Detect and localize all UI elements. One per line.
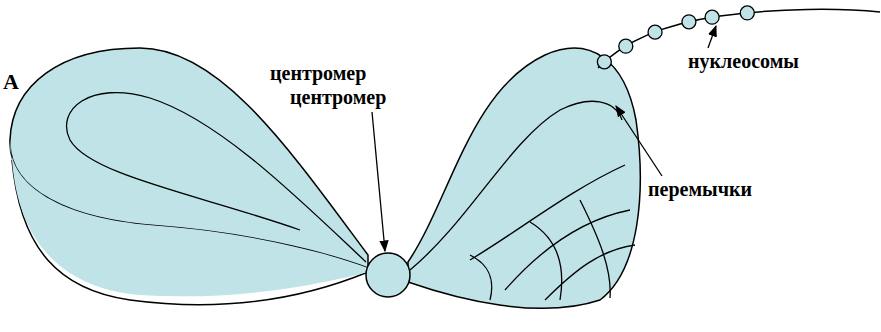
fiber-contour bbox=[67, 93, 366, 262]
part-label: перемычки bbox=[648, 178, 752, 200]
centromere-circle bbox=[366, 253, 410, 297]
fiber-contour bbox=[410, 101, 635, 300]
figure-letter: А bbox=[3, 70, 19, 94]
nucleosome-bead bbox=[740, 6, 754, 20]
part-label: центромер bbox=[290, 86, 386, 108]
nucleosome-bead bbox=[597, 55, 611, 69]
leader-line bbox=[616, 106, 662, 176]
nucleosome-bead bbox=[648, 25, 662, 39]
part-label: нуклеосомы bbox=[688, 50, 799, 72]
leader-line bbox=[372, 112, 385, 251]
part-label: центромер bbox=[270, 62, 366, 84]
nucleosome-bead bbox=[705, 10, 719, 24]
chromatid-loop bbox=[408, 48, 640, 308]
leader-line bbox=[708, 26, 716, 48]
nucleosome-bead bbox=[619, 39, 633, 53]
nucleosome-bead bbox=[682, 15, 696, 29]
